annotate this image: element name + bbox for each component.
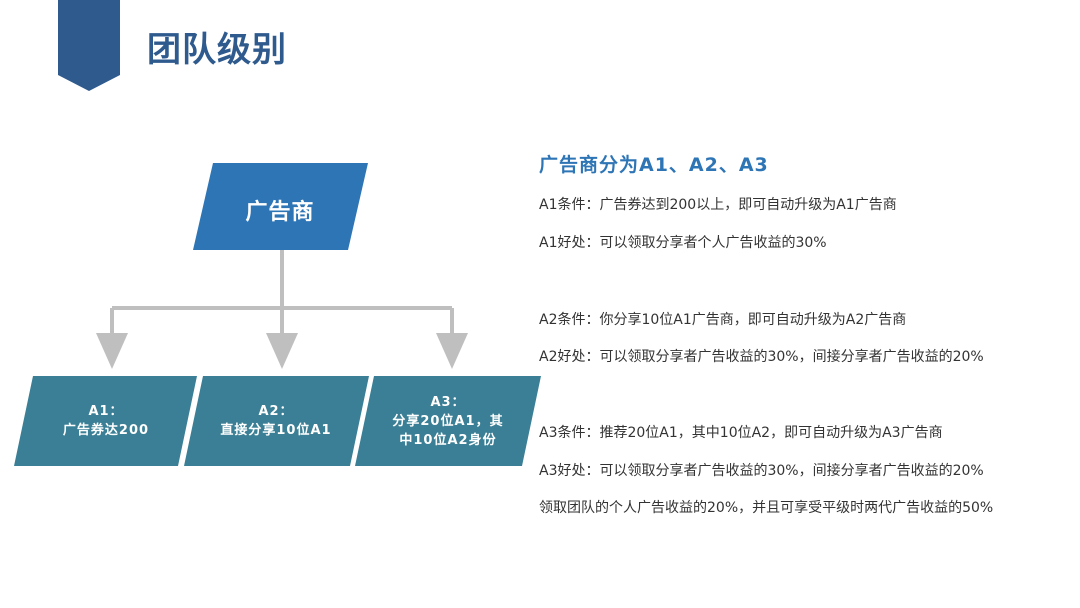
root-label: 广告商 — [245, 200, 315, 225]
a2-benefit-text: A2好处：可以领取分享者广告收益的30%，间接分享者广告收益的20% — [539, 349, 984, 365]
child-box-a1 — [14, 376, 197, 466]
child-a2-line1: A2： — [258, 404, 294, 419]
a2-condition-text: A2条件：你分享10位A1广告商，即可自动升级为A2广告商 — [539, 312, 907, 328]
child-label-a1: A1： 广告券达200 — [31, 376, 181, 466]
child-a3-line3: 中10位A2身份 — [399, 432, 497, 448]
connectors — [96, 250, 468, 369]
child-a1-line1: A1： — [88, 404, 124, 419]
child-a1-line2: 广告券达200 — [62, 423, 150, 438]
page-title: 团队级别 — [147, 30, 287, 70]
title-ribbon — [58, 0, 120, 91]
child-a3-line2: 分享20位A1，其 — [392, 413, 504, 429]
child-label-a2: A2： 直接分享10位A1 — [201, 376, 351, 466]
info-title: 广告商分为A1、A2、A3 — [539, 154, 769, 176]
a3-condition-text: A3条件：推荐20位A1，其中10位A2，即可自动升级为A3广告商 — [539, 425, 943, 441]
team-benefit-text: 领取团队的个人广告收益的20%，并且可享受平级时两代广告收益的50% — [539, 500, 994, 516]
root-box — [193, 163, 368, 250]
child-box-a2 — [184, 376, 369, 466]
child-box-a3 — [355, 376, 541, 466]
a1-condition-text: A1条件：广告券达到200以上，即可自动升级为A1广告商 — [539, 197, 897, 213]
a1-benefit-text: A1好处：可以领取分享者个人广告收益的30% — [539, 235, 827, 251]
child-a3-line1: A3： — [430, 394, 466, 410]
child-label-a3: A3： 分享20位A1，其 中10位A2身份 — [373, 376, 523, 466]
a3-benefit-text: A3好处：可以领取分享者广告收益的30%，间接分享者广告收益的20% — [539, 463, 984, 479]
child-a2-line2: 直接分享10位A1 — [220, 423, 332, 438]
